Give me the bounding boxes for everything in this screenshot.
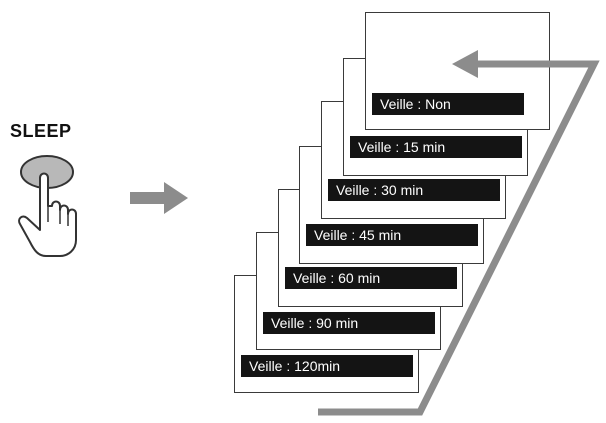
- right-arrow-icon: [130, 182, 188, 214]
- menu-state-label: Veille : 30 min: [328, 179, 500, 201]
- menu-state-label: Veille : 15 min: [350, 136, 522, 158]
- menu-state-label: Veille : 45 min: [306, 224, 478, 246]
- menu-card-non: Veille : Non: [365, 12, 550, 130]
- menu-state-label: Veille : Non: [372, 93, 524, 115]
- sleep-button-label: SLEEP: [10, 121, 72, 141]
- menu-state-label: Veille : 120min: [241, 355, 413, 377]
- menu-state-label: Veille : 60 min: [285, 267, 457, 289]
- menu-state-label: Veille : 90 min: [263, 312, 435, 334]
- hand-pressing-button-icon: [18, 155, 77, 257]
